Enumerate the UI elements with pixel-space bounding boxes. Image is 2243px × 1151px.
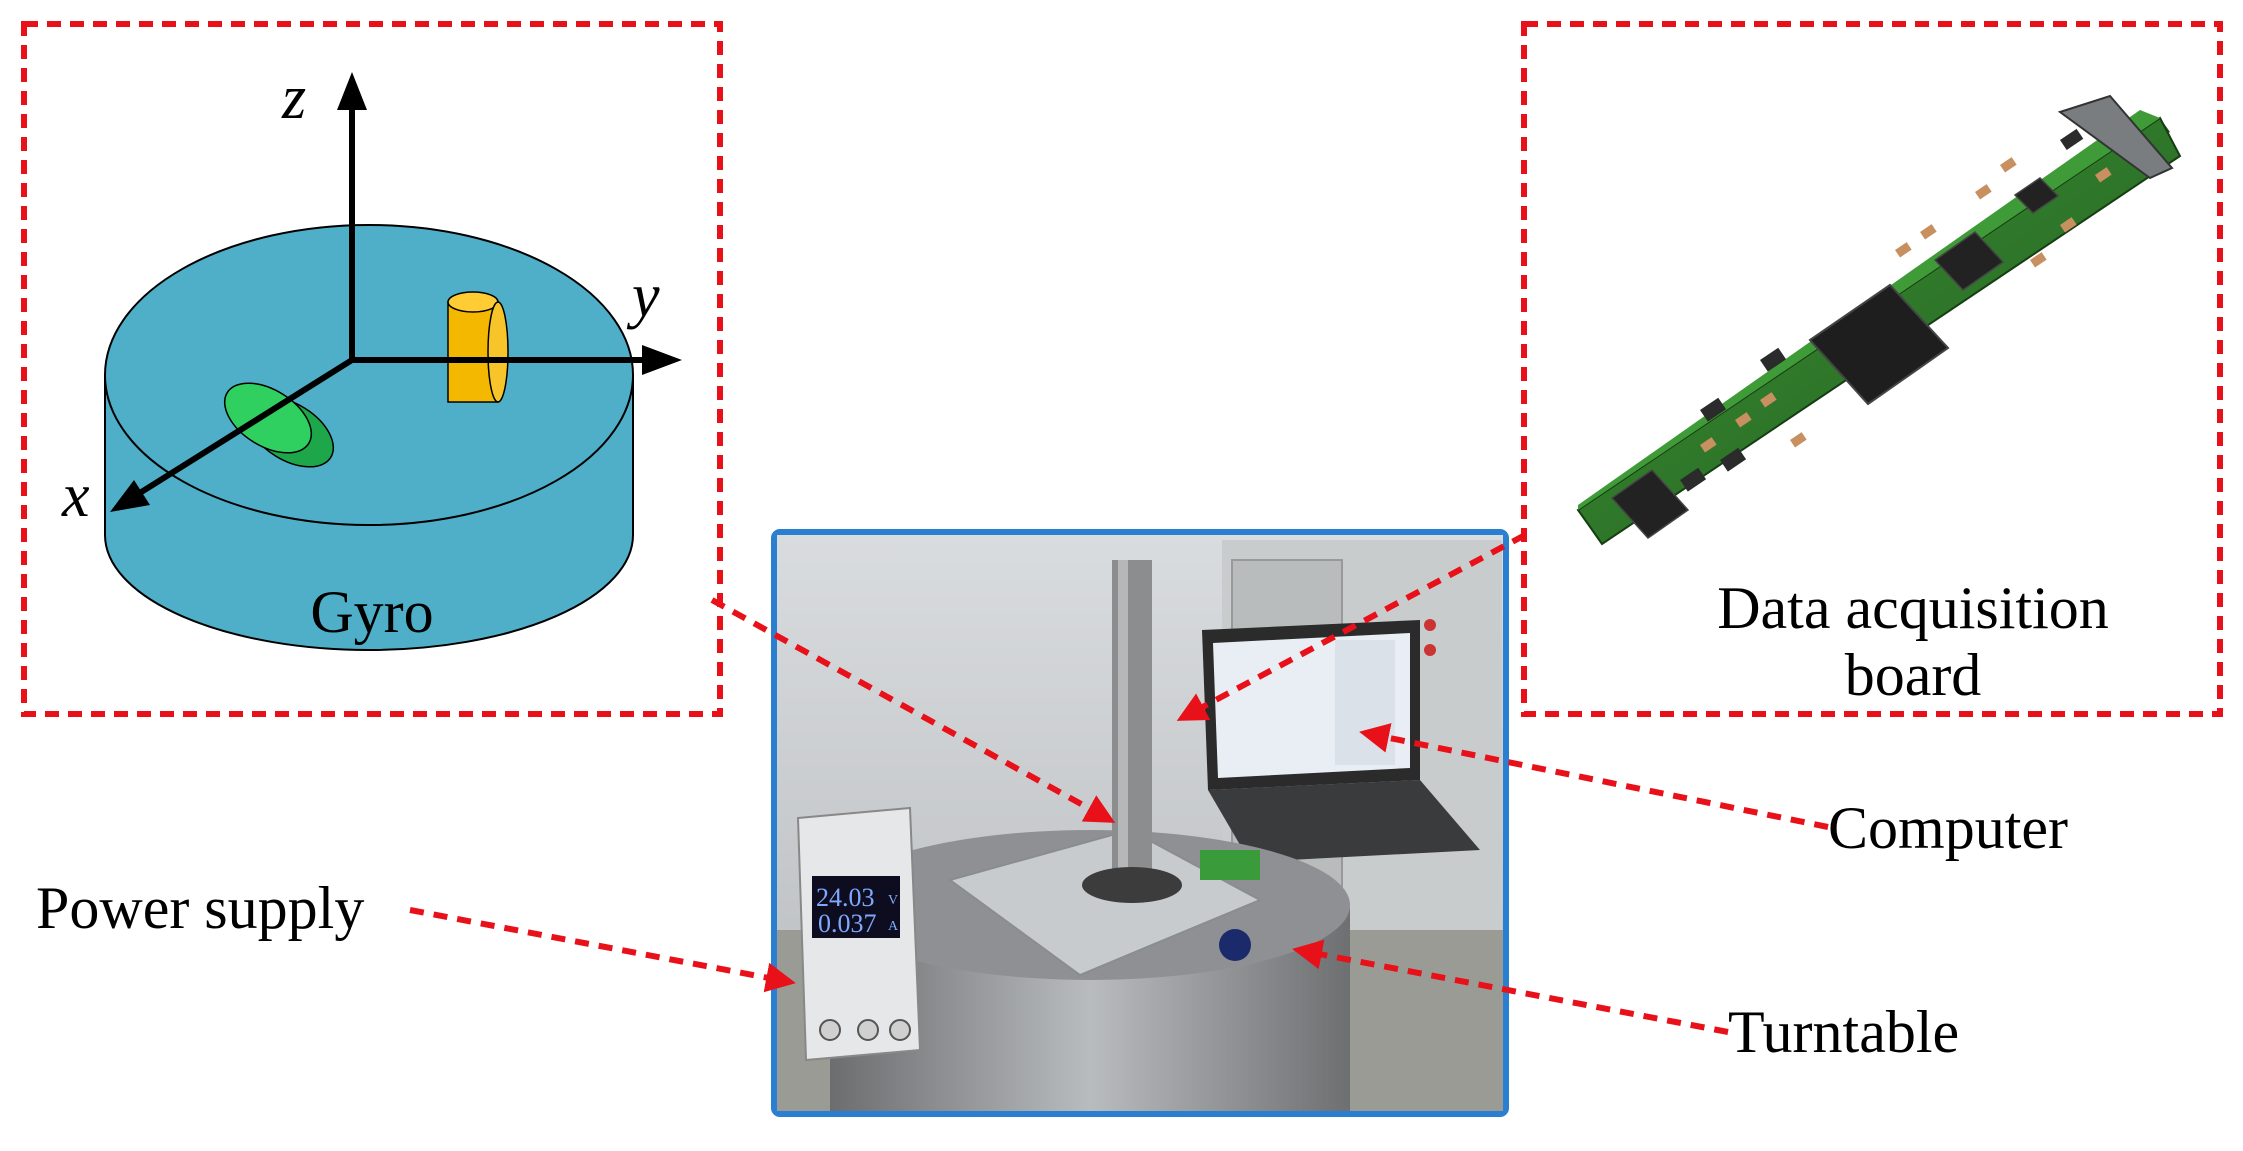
gyro-frame	[21, 21, 723, 717]
psu-current: 0.037	[818, 909, 877, 938]
pcb-top-chip	[2013, 177, 2060, 214]
y-axis-arrowhead	[642, 345, 682, 375]
pcb-ics	[1679, 128, 2084, 492]
board-label-line1: Data acquisition	[1717, 575, 2109, 641]
x-axis-arrowhead	[110, 480, 150, 512]
x-axis	[133, 357, 354, 499]
gyro-label: Gyro	[310, 579, 433, 645]
z-axis-label: z	[281, 64, 306, 132]
setup-photo: 24.03 V 0.037 A	[771, 529, 1509, 1117]
psu-voltage-unit: V	[888, 893, 898, 908]
y-axis-label: y	[626, 262, 660, 330]
data-acquisition-board-illustration: Data acquisition board	[1576, 94, 2182, 708]
pcb-secondary-chip	[1933, 231, 2005, 291]
board-label-line2: board	[1845, 642, 1982, 708]
yellow-sensor	[447, 291, 509, 403]
gyro-cylinder-top	[104, 224, 634, 526]
pcb-connector	[2057, 94, 2174, 180]
board-leader-arrow	[1176, 532, 1527, 721]
z-axis-arrowhead	[337, 72, 367, 110]
gyro-leader-arrow	[710, 597, 1116, 823]
psu-voltage: 24.03	[816, 883, 875, 912]
power-supply-leader-arrow	[409, 907, 796, 993]
turntable-leader-arrow	[1292, 939, 1729, 1035]
gyro-illustration: z y x Gyro	[61, 64, 682, 651]
aluminum-plate	[947, 828, 1263, 977]
turntable-label: Turntable	[1728, 999, 1959, 1065]
computer-leader-arrow	[1359, 723, 1829, 830]
pcb-main-chip	[1808, 283, 1950, 406]
green-circuit-board	[1200, 850, 1260, 880]
pcb-bottom-chip	[1610, 469, 1690, 539]
laptop-base	[1208, 780, 1480, 862]
power-supply-label: Power supply	[36, 875, 364, 941]
x-axis-label: x	[61, 462, 90, 530]
board-frame	[1521, 21, 2223, 717]
psu-current-unit: A	[888, 919, 899, 934]
turntable-body	[830, 905, 1350, 1111]
pcb-small-components	[1700, 157, 2112, 453]
computer-label: Computer	[1828, 795, 2068, 861]
power-supply-unit: 24.03 V 0.037 A	[796, 806, 922, 1062]
